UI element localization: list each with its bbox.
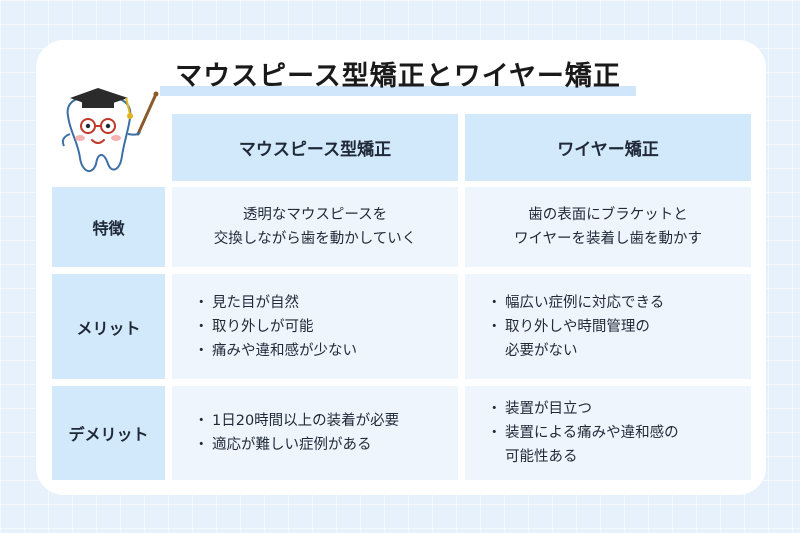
features-mouthpiece-line: 交換しながら歯を動かしていく bbox=[213, 231, 417, 247]
column-header-mouthpiece: マウスピース型矯正 bbox=[172, 114, 458, 181]
cell-demerits-mouthpiece: 1日20時間以上の装着が必要 適応が難しい症例がある bbox=[172, 386, 458, 480]
row-header-merits: メリット bbox=[52, 274, 165, 379]
merits-wire-list: 幅広い症例に対応できる 取り外しや時間管理の 必要がない bbox=[487, 291, 664, 363]
features-wire-line: ワイヤーを装着し歯を動かす bbox=[513, 231, 703, 247]
page-title: マウスピース型矯正とワイヤー矯正 bbox=[175, 61, 621, 92]
list-item: 適応が難しい症例がある bbox=[194, 433, 399, 457]
demerits-mouthpiece-list: 1日20時間以上の装着が必要 適応が難しい症例がある bbox=[194, 409, 399, 457]
features-mouthpiece-line: 透明なマウスピースを bbox=[242, 207, 388, 223]
list-item: 見た目が自然 bbox=[194, 291, 357, 315]
list-item: 幅広い症例に対応できる bbox=[487, 291, 664, 315]
cell-features-mouthpiece: 透明なマウスピースを 交換しながら歯を動かしていく bbox=[172, 187, 458, 267]
features-wire-line: 歯の表面にブラケットと bbox=[528, 207, 688, 223]
title-block: マウスピース型矯正とワイヤー矯正 bbox=[160, 50, 636, 98]
list-item: 装置が目立つ bbox=[487, 397, 679, 421]
list-item: 装置による痛みや違和感の 可能性ある bbox=[487, 421, 679, 469]
column-header-wire: ワイヤー矯正 bbox=[465, 114, 751, 181]
cell-demerits-wire: 装置が目立つ 装置による痛みや違和感の 可能性ある bbox=[465, 386, 751, 480]
cell-features-wire: 歯の表面にブラケットと ワイヤーを装着し歯を動かす bbox=[465, 187, 751, 267]
list-item: 取り外しや時間管理の 必要がない bbox=[487, 315, 664, 363]
row-header-demerits: デメリット bbox=[52, 386, 165, 480]
merits-mouthpiece-list: 見た目が自然 取り外しが可能 痛みや違和感が少ない bbox=[194, 291, 357, 363]
row-header-features: 特徴 bbox=[52, 187, 165, 267]
demerits-wire-list: 装置が目立つ 装置による痛みや違和感の 可能性ある bbox=[487, 397, 679, 469]
list-item: 取り外しが可能 bbox=[194, 315, 357, 339]
list-item: 1日20時間以上の装着が必要 bbox=[194, 409, 399, 433]
cell-merits-mouthpiece: 見た目が自然 取り外しが可能 痛みや違和感が少ない bbox=[172, 274, 458, 379]
tooth-teacher-mascot-icon bbox=[61, 88, 159, 173]
list-item: 痛みや違和感が少ない bbox=[194, 339, 357, 363]
features-wire-text: 歯の表面にブラケットと ワイヤーを装着し歯を動かす bbox=[514, 203, 702, 251]
cell-merits-wire: 幅広い症例に対応できる 取り外しや時間管理の 必要がない bbox=[465, 274, 751, 379]
features-mouthpiece-text: 透明なマウスピースを 交換しながら歯を動かしていく bbox=[214, 203, 417, 251]
title-highlight bbox=[160, 86, 636, 96]
